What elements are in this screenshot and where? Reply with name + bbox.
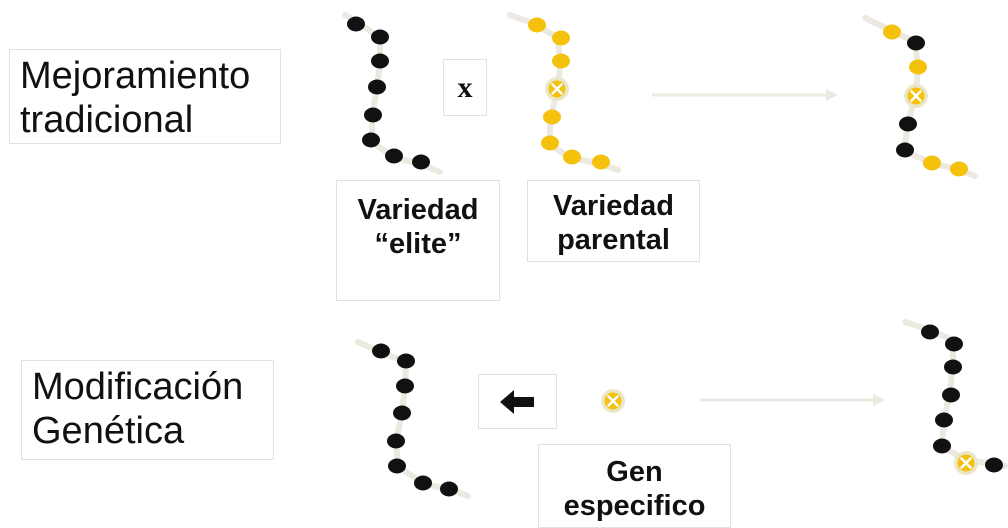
traditional-result-chromosome-bead <box>907 35 925 51</box>
parental-variety-line1: Variedad <box>553 190 674 222</box>
specific-gene-line1: Gen <box>606 456 663 488</box>
gm-result-chromosome-bead <box>944 359 962 375</box>
insert-arrow-box <box>478 374 557 429</box>
traditional-breeding-line1: Mejoramiento <box>20 55 251 97</box>
traditional-result-chromosome-bead <box>950 161 968 177</box>
genetic-modification-label: Modificación Genética <box>21 360 274 460</box>
genetic-modification-line1: Modificación <box>32 366 244 408</box>
gm-result-chromosome-gene-marker <box>954 451 978 475</box>
elite-chromosome-bead <box>385 148 403 164</box>
gm-result-chromosome-bead <box>933 438 951 454</box>
elite-chromosome <box>342 12 443 175</box>
gm-base-chromosome-bead <box>387 433 405 449</box>
gm-base-chromosome-bead <box>393 405 411 421</box>
traditional-result-chromosome-bead <box>899 116 917 132</box>
gm-result-chromosome-bead <box>945 336 963 352</box>
gm-base-chromosome-bead <box>440 481 458 497</box>
elite-chromosome-bead <box>362 132 380 148</box>
parental-chromosome-bead <box>552 53 570 69</box>
parental-variety-line2: parental <box>557 224 670 256</box>
gm-base-chromosome-bead <box>396 378 414 394</box>
cross-symbol: x <box>457 70 473 104</box>
parental-chromosome-bead <box>541 135 559 151</box>
traditional-breeding-label: Mejoramiento tradicional <box>9 49 281 144</box>
traditional-breeding-line2: tradicional <box>20 99 194 141</box>
gm-result-chromosome-bead <box>921 324 939 340</box>
gm-result-arrow <box>700 394 885 406</box>
traditional-result-chromosome-bead <box>909 59 927 75</box>
parental-chromosome-bead <box>552 30 570 46</box>
gm-base-chromosome-bead <box>414 475 432 491</box>
specific-gene-box: Gen especifico <box>538 444 731 528</box>
left-arrow-icon <box>499 389 534 414</box>
elite-variety-line2: “elite” <box>374 228 462 260</box>
parental-chromosome-bead <box>543 109 561 125</box>
parental-chromosome-bead <box>592 154 610 170</box>
gm-base-chromosome-bead <box>372 343 390 359</box>
parental-chromosome-gene-marker <box>545 77 569 101</box>
gm-base-chromosome <box>355 339 471 499</box>
elite-variety-line1: Variedad <box>357 194 479 226</box>
elite-chromosome-bead <box>371 53 389 69</box>
gm-base-chromosome-bead <box>388 458 406 474</box>
traditional-result-chromosome-bead <box>923 155 941 171</box>
gm-result-chromosome-bead <box>985 457 1003 473</box>
traditional-result-arrow <box>652 89 838 101</box>
specific-gene-line2: especifico <box>563 490 706 522</box>
elite-chromosome-bead <box>347 16 365 32</box>
isolated-gene-icon <box>601 389 625 413</box>
gm-result-chromosome-bead <box>942 387 960 403</box>
traditional-result-chromosome <box>862 15 978 179</box>
elite-variety-box: Variedad “elite” <box>336 180 500 301</box>
genetic-modification-line2: Genética <box>32 410 185 452</box>
cross-symbol-box: x <box>443 59 487 116</box>
parental-chromosome-bead <box>528 17 546 33</box>
gm-result-chromosome <box>902 319 1008 475</box>
elite-chromosome-bead <box>364 107 382 123</box>
parental-chromosome-bead <box>563 149 581 165</box>
elite-chromosome-bead <box>371 29 389 45</box>
gm-result-chromosome-bead <box>935 412 953 428</box>
parental-variety-box: Variedad parental <box>527 180 700 262</box>
elite-chromosome-bead <box>368 79 386 95</box>
traditional-result-chromosome-bead <box>883 24 901 40</box>
traditional-result-chromosome-bead <box>896 142 914 158</box>
traditional-result-chromosome-gene-marker <box>904 84 928 108</box>
gm-base-chromosome-bead <box>397 353 415 369</box>
parental-chromosome <box>507 12 621 173</box>
elite-chromosome-bead <box>412 154 430 170</box>
